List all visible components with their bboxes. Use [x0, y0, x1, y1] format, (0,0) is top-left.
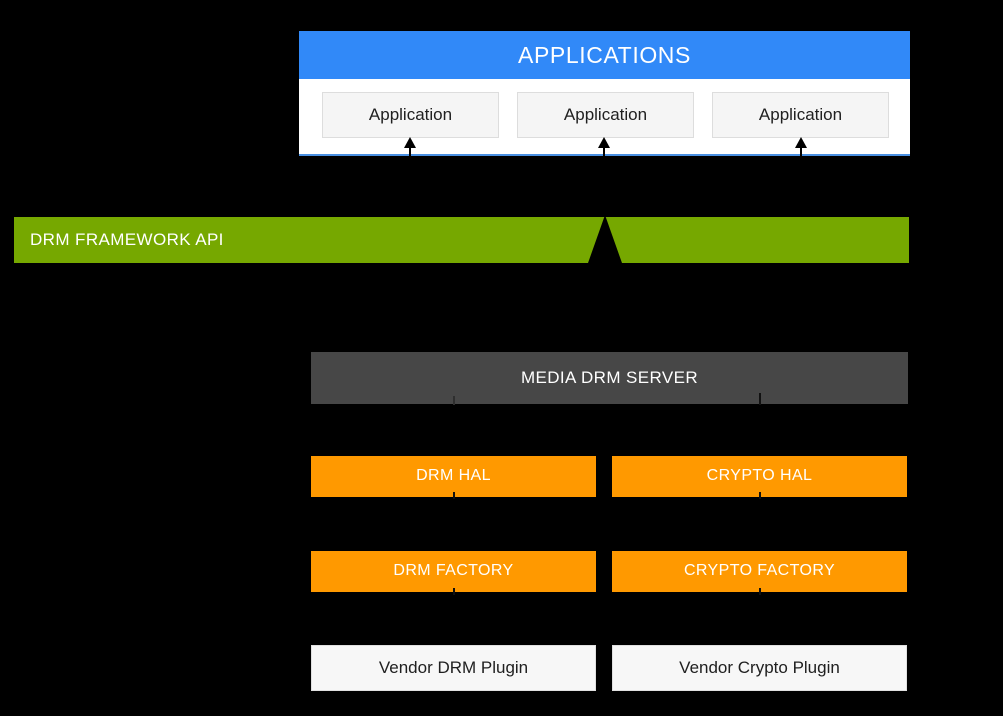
connector-crypto-hal-to-crypto-factory	[759, 492, 761, 499]
framework-to-server-connector-triangle	[588, 215, 622, 263]
connector-crypto-factory-to-vendor-crypto-plugin	[759, 588, 761, 595]
drm-framework-api-label: DRM FRAMEWORK API	[30, 230, 224, 249]
connector-server-to-crypto-hal	[759, 393, 761, 405]
vendor-drm-plugin-box: Vendor DRM Plugin	[311, 645, 596, 691]
connector-drm-factory-to-vendor-drm-plugin	[453, 588, 455, 595]
crypto-hal-box: CRYPTO HAL	[612, 456, 907, 497]
drm-framework-api-bar: DRM FRAMEWORK API	[14, 217, 909, 263]
connector-drm-hal-to-drm-factory	[453, 492, 455, 499]
crypto-factory-box: CRYPTO FACTORY	[612, 551, 907, 592]
vendor-crypto-plugin-box: Vendor Crypto Plugin	[612, 645, 907, 691]
drm-hal-box: DRM HAL	[311, 456, 596, 497]
connector-server-to-drm-hal	[453, 396, 455, 405]
applications-header: APPLICATIONS	[299, 31, 910, 79]
application-card-1[interactable]: Application	[322, 92, 499, 138]
application-card-3[interactable]: Application	[712, 92, 889, 138]
media-drm-server-box: MEDIA DRM SERVER	[311, 352, 908, 404]
drm-factory-box: DRM FACTORY	[311, 551, 596, 592]
application-card-2[interactable]: Application	[517, 92, 694, 138]
